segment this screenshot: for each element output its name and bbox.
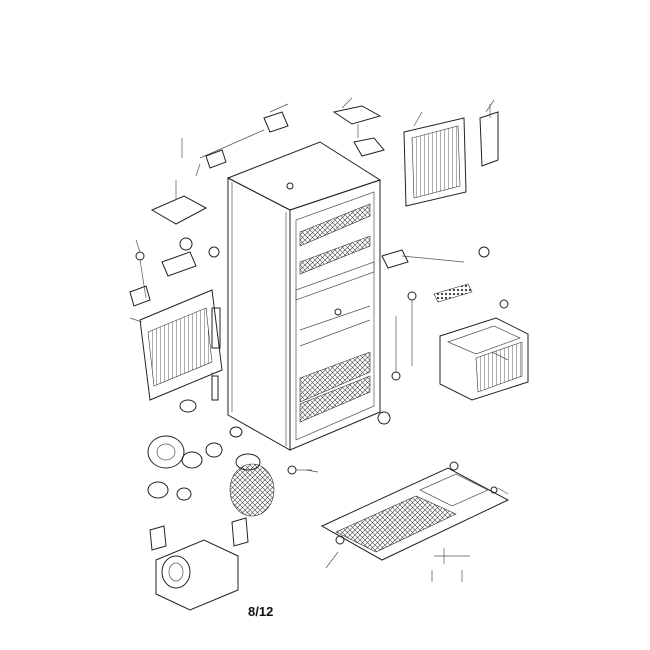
left-back-panel — [129, 251, 223, 401]
right-side-parts — [377, 246, 529, 425]
callout-leaders — [129, 97, 509, 569]
top-left-plate — [150, 180, 220, 277]
cabinet-body — [226, 141, 382, 451]
evaporator-panel — [403, 104, 499, 207]
compressor-assembly — [147, 399, 312, 611]
top-hinge-assembly — [181, 105, 385, 169]
bottom-tray — [320, 461, 510, 582]
page-number: 8/12 — [248, 604, 274, 619]
